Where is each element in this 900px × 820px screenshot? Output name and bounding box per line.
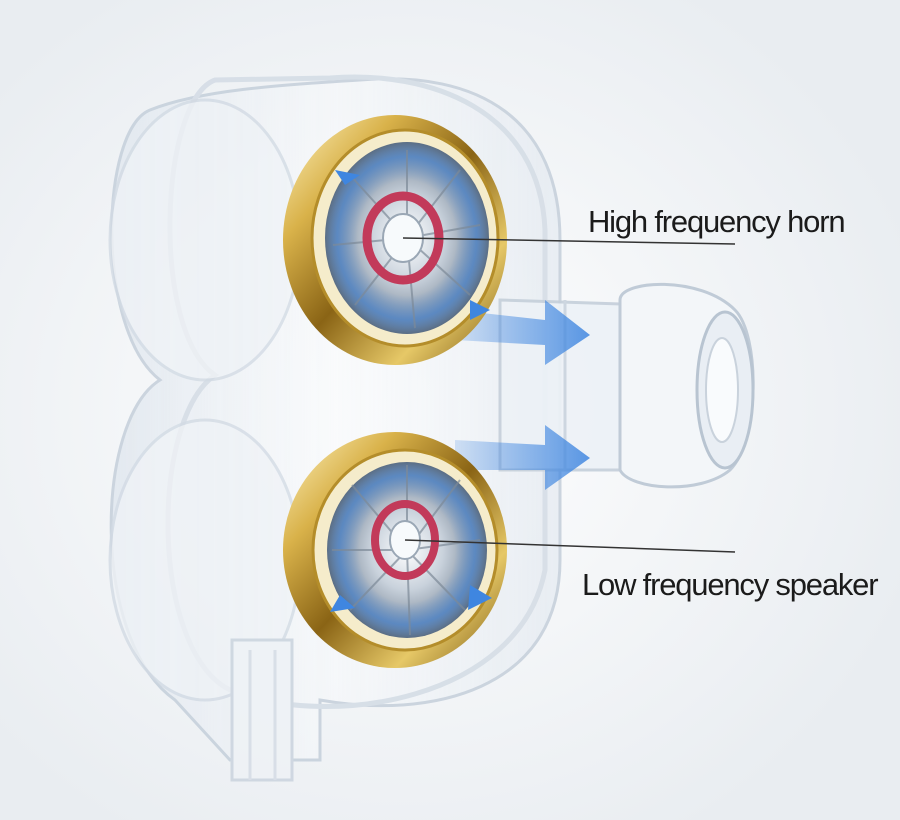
- low-frequency-driver: [283, 432, 507, 668]
- low-frequency-speaker-label: Low frequency speaker: [582, 567, 879, 602]
- high-frequency-horn-label: High frequency horn: [588, 204, 846, 239]
- high-frequency-leader-line: [402, 237, 736, 245]
- airflow-arrows: [455, 300, 590, 490]
- low-frequency-leader-line: [404, 539, 736, 553]
